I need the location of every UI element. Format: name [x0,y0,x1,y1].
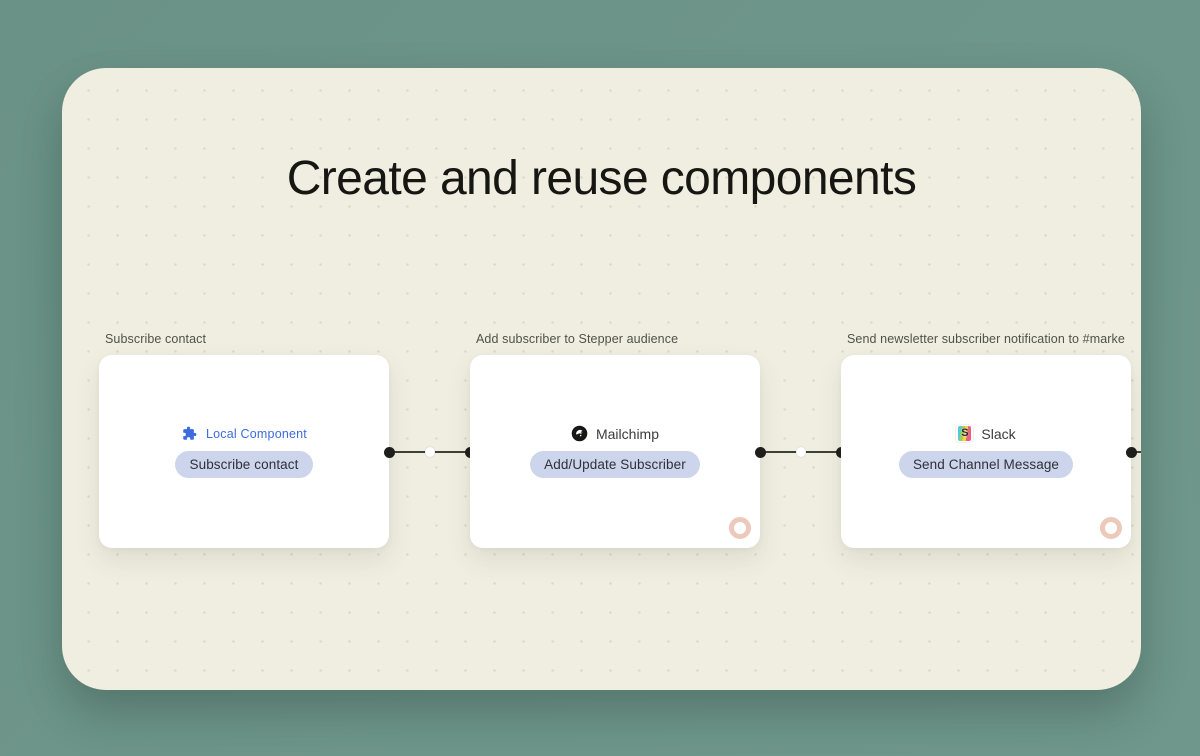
app-name: Mailchimp [595,425,659,442]
app-row: Mailchimp [571,425,659,442]
node-label: Subscribe contact [105,332,207,346]
node-card-slack[interactable]: S Slack Send Channel Message [841,355,1131,548]
canvas-panel: Create and reuse components Subscribe co… [62,68,1141,690]
node-card-local-component[interactable]: Local Component Subscribe contact [99,355,389,548]
connector-1 [383,446,476,458]
add-step-button[interactable] [795,447,806,457]
status-badge [1100,517,1122,539]
app-name: Local Component [206,426,307,441]
node-label: Add subscriber to Stepper audience [476,332,679,346]
node-label: Send newsletter subscriber notification … [847,332,1125,346]
action-pill[interactable]: Add/Update Subscriber [530,451,700,478]
mailchimp-icon [571,425,588,442]
connector-2 [754,446,847,458]
output-port[interactable] [754,446,766,458]
output-port[interactable] [1125,446,1137,458]
workflow-node-slack: Send newsletter subscriber notification … [841,332,1131,548]
app-name: Slack [981,425,1016,442]
action-pill[interactable]: Send Channel Message [898,451,1074,478]
status-badge [729,517,751,539]
node-card-mailchimp[interactable]: Mailchimp Add/Update Subscriber [470,355,760,548]
action-pill[interactable]: Subscribe contact [175,451,313,478]
output-port[interactable] [383,446,395,458]
add-step-button[interactable] [424,447,435,457]
app-row: Local Component [181,425,307,442]
connector-3-stub [1125,446,1141,458]
page-title: Create and reuse components [286,152,917,205]
slack-icon: S [956,425,974,442]
workflow-node-subscribe-contact: Subscribe contact Local Component Subscr… [99,332,389,548]
workflow-node-mailchimp: Add subscriber to Stepper audience Mailc… [470,332,760,548]
app-row: S Slack [956,425,1016,442]
puzzle-icon [181,425,198,442]
